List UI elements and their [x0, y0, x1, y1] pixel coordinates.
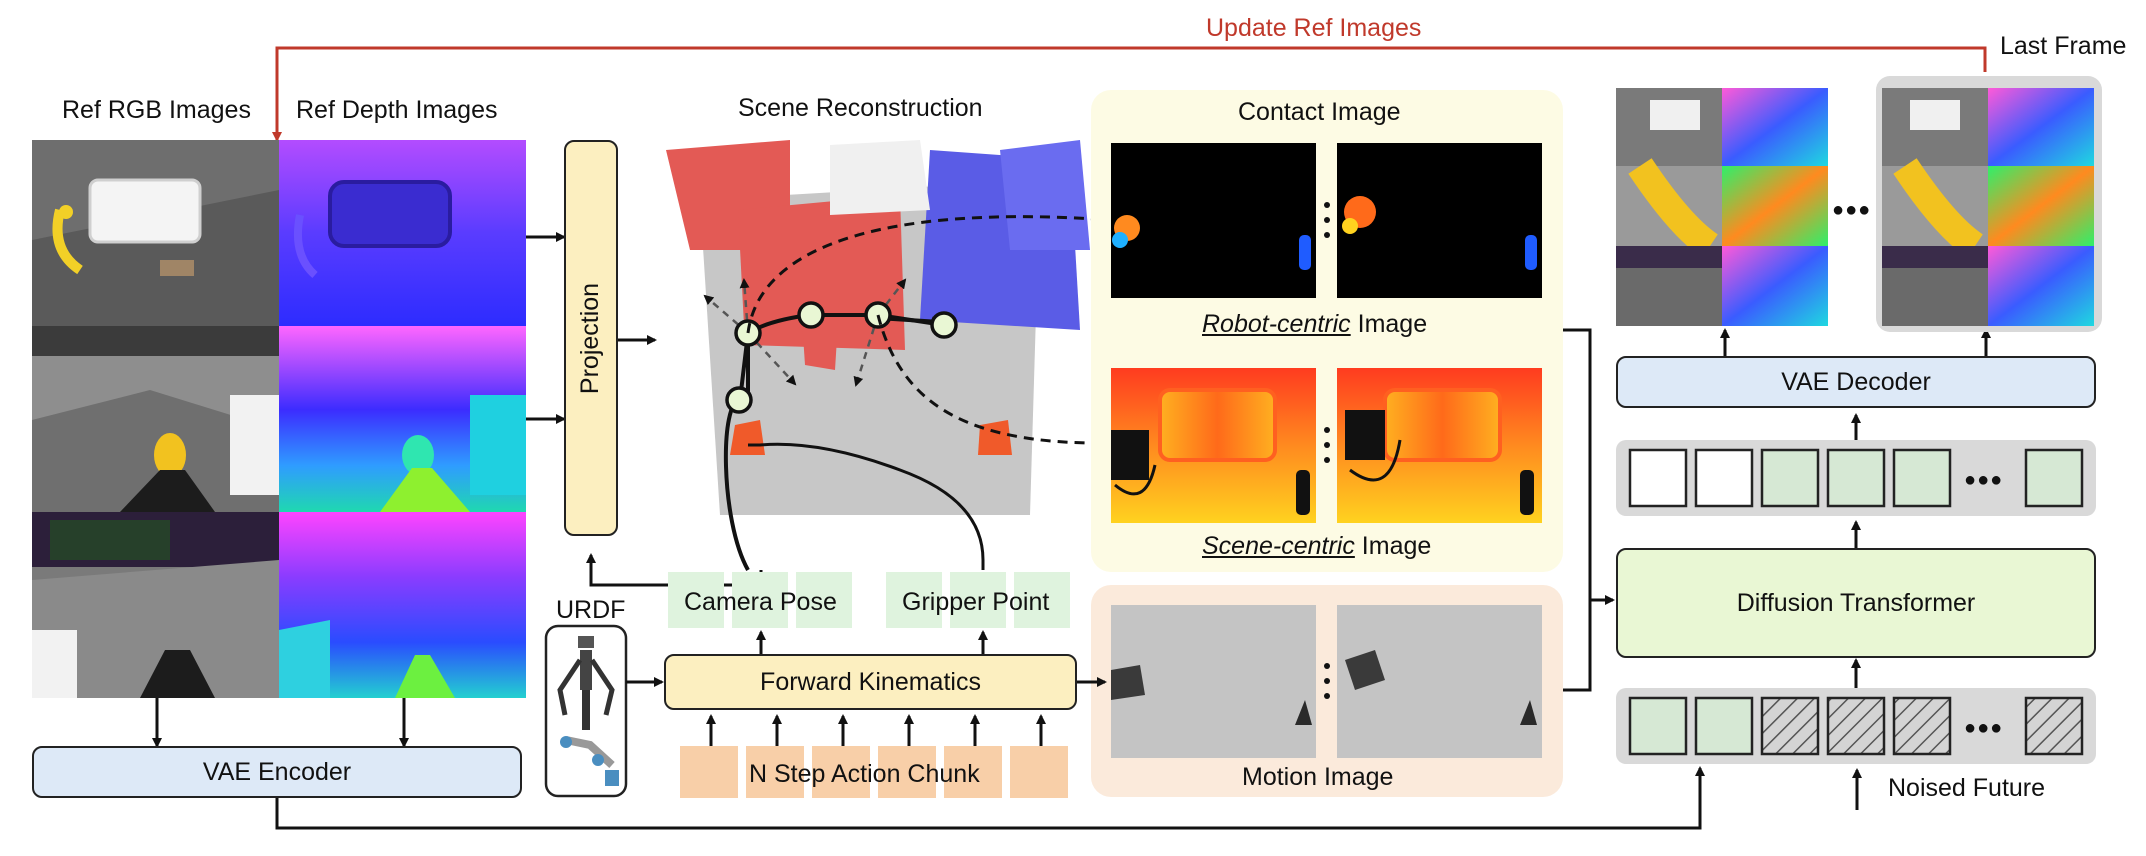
robot-arm-icon: [557, 636, 619, 786]
action-cell-2: [746, 746, 804, 798]
gripper-point-cell-3: [1014, 572, 1070, 628]
action-cell-1: [680, 746, 738, 798]
robot-centric-rest: Image: [1350, 310, 1428, 338]
scene-dashed-rays: [703, 278, 907, 387]
trajectory-nodes: [725, 301, 958, 414]
ref-rgb-images: [32, 140, 279, 698]
robot-centric-emph: Robot-centric: [1202, 310, 1351, 338]
contact-image-label: Contact Image: [1238, 98, 1401, 126]
motion-image-label: Motion Image: [1242, 763, 1394, 791]
noised-future-label: Noised Future: [1888, 774, 2046, 802]
action-cell-6: [1010, 746, 1068, 798]
gripper-point-cell-2: [950, 572, 1006, 628]
tokens-ellipsis-top: ●●●: [1964, 469, 2004, 491]
projection-label: Projection: [576, 282, 605, 394]
scene-centric-caption: Scene-centric Image: [1202, 534, 1431, 559]
frames-ellipsis: ●●●: [1832, 199, 1872, 221]
camera-pose-label: Camera Pose: [684, 588, 837, 616]
update-ref-label: Update Ref Images: [1206, 14, 1422, 42]
last-frame-label: Last Frame: [2000, 32, 2127, 60]
scene-centric-emph: Scene-centric: [1202, 532, 1355, 560]
ref-depth-images: [279, 140, 526, 698]
forward-kinematics-box: Forward Kinematics: [664, 654, 1077, 710]
urdf-label: URDF: [556, 596, 626, 624]
ref-rgb-label: Ref RGB Images: [62, 96, 251, 124]
projection-box: Projection: [564, 140, 618, 536]
scene-centric-rest: Image: [1354, 532, 1432, 560]
update-ref-arrow: [272, 46, 1987, 142]
tokens-ellipsis-bottom: ●●●: [1964, 717, 2004, 739]
vae-decoder-box: VAE Decoder: [1616, 356, 2096, 408]
action-chunk-label: N Step Action Chunk: [749, 760, 980, 788]
action-cell-4: [878, 746, 936, 798]
gripper-point-cell-1: [886, 572, 942, 628]
camera-pose-cell-3: [796, 572, 852, 628]
robot-centric-caption: Robot-centric Image: [1202, 312, 1427, 337]
ref-depth-label: Ref Depth Images: [296, 96, 498, 124]
gripper-point-label: Gripper Point: [902, 588, 1050, 616]
camera-pose-cell-1: [668, 572, 724, 628]
output-frames-last: [1882, 88, 2094, 326]
vae-encoder-box: VAE Encoder: [32, 746, 522, 798]
camera-pose-cell-2: [732, 572, 788, 628]
action-cell-5: [944, 746, 1002, 798]
diffusion-transformer-box: Diffusion Transformer: [1616, 548, 2096, 658]
scene-reconstruction-label: Scene Reconstruction: [738, 94, 983, 122]
action-cell-3: [812, 746, 870, 798]
output-frames-first: [1616, 88, 1828, 326]
